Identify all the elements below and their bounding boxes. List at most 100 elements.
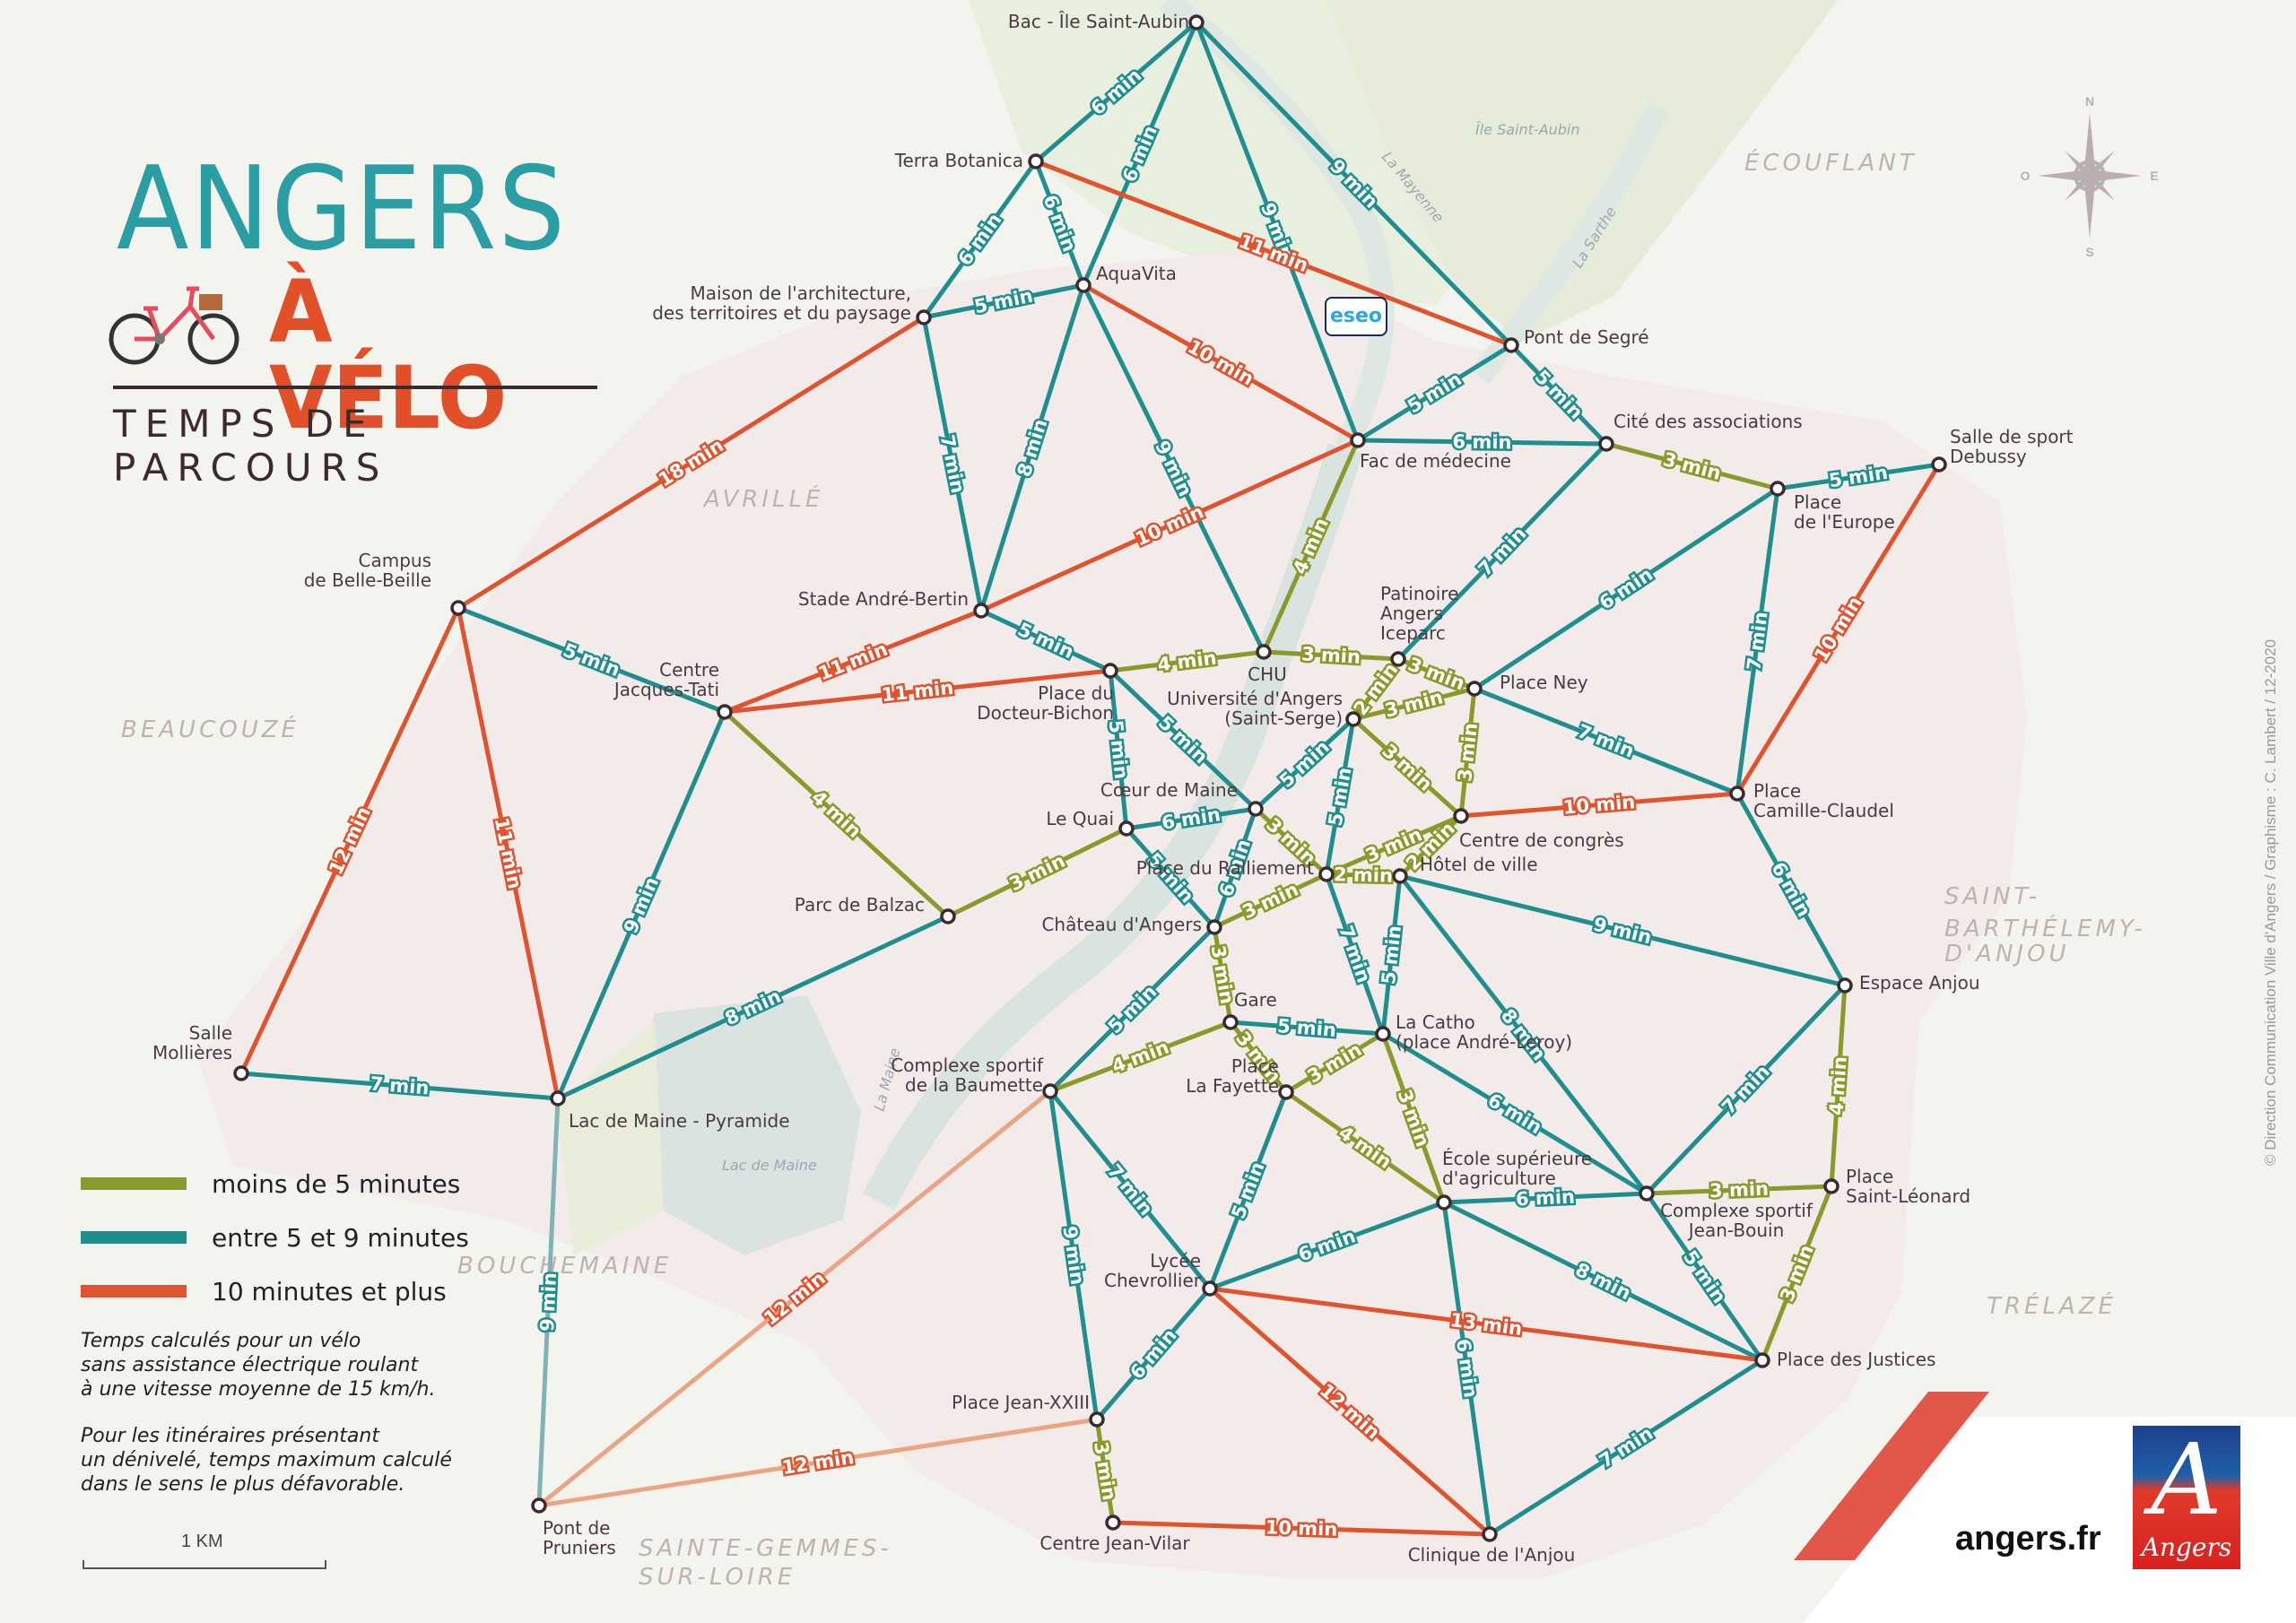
route-line bbox=[1125, 827, 1216, 929]
website-link[interactable]: angers.fr bbox=[1955, 1520, 2101, 1558]
legend-item-over10: 10 minutes et plus bbox=[81, 1264, 469, 1318]
commune-label: BARTHÉLEMY- bbox=[1944, 914, 2146, 942]
stop-node-justices[interactable] bbox=[1754, 1352, 1770, 1368]
stop-node-agri[interactable] bbox=[1436, 1194, 1452, 1211]
route-line bbox=[1095, 1287, 1212, 1421]
stop-node-tati[interactable] bbox=[717, 704, 733, 720]
route-line bbox=[456, 607, 561, 1099]
stop-node-baumette[interactable] bbox=[1042, 1083, 1058, 1099]
route-line bbox=[1094, 1419, 1116, 1523]
stop-node-coeur[interactable] bbox=[1248, 801, 1264, 817]
stop-node-jean23[interactable] bbox=[1089, 1411, 1105, 1428]
stop-node-pyramide[interactable] bbox=[550, 1090, 566, 1107]
route-line bbox=[724, 608, 982, 715]
route-line bbox=[1081, 22, 1199, 286]
stop-label-bichon: Docteur-Bichon bbox=[977, 702, 1114, 724]
route-line bbox=[1209, 1286, 1763, 1363]
stop-node-pruniers[interactable] bbox=[531, 1497, 547, 1514]
stop-label-ney: Place Ney bbox=[1500, 672, 1588, 693]
stop-node-segre[interactable] bbox=[1503, 337, 1519, 353]
stop-node-balzac[interactable] bbox=[940, 908, 956, 924]
route-line bbox=[1509, 343, 1608, 446]
stop-node-maison[interactable] bbox=[916, 309, 932, 325]
stop-node-leonard[interactable] bbox=[1823, 1178, 1839, 1194]
stop-node-quai[interactable] bbox=[1118, 820, 1135, 837]
stop-label-pruniers: Pont de bbox=[543, 1517, 610, 1539]
stop-node-mollieres[interactable] bbox=[233, 1065, 249, 1081]
stop-label-debussy: Debussy bbox=[1950, 446, 2027, 467]
stop-label-debussy: Salle de sport bbox=[1950, 426, 2074, 447]
route-line bbox=[1396, 442, 1608, 661]
stop-node-aquavita[interactable] bbox=[1075, 277, 1091, 293]
route-line bbox=[1441, 1202, 1492, 1535]
stop-node-debussy[interactable] bbox=[1931, 456, 1947, 473]
compass-rose-icon: N S O E bbox=[2021, 94, 2159, 259]
stop-node-anjou[interactable] bbox=[1837, 977, 1853, 994]
stop-label-congres: Centre de congrès bbox=[1459, 829, 1624, 851]
route-line bbox=[1230, 1020, 1384, 1037]
stop-label-quai: Le Quai bbox=[1046, 808, 1114, 829]
route-lines bbox=[239, 21, 1942, 1537]
route-time-label: 2 min bbox=[1334, 864, 1394, 887]
route-line bbox=[1212, 808, 1258, 928]
commune-label: TRÉLAZÉ bbox=[1987, 1291, 2117, 1320]
stop-node-fac[interactable] bbox=[1350, 432, 1366, 448]
stop-node-ralliement[interactable] bbox=[1318, 866, 1335, 882]
stop-node-bertin[interactable] bbox=[973, 603, 989, 619]
route-line bbox=[1380, 1033, 1447, 1203]
route-line bbox=[1208, 1287, 1492, 1536]
svg-text:N: N bbox=[2085, 94, 2094, 108]
stop-node-clinique[interactable] bbox=[1482, 1526, 1498, 1542]
commune-label: ÉCOUFLANT bbox=[1744, 148, 1918, 177]
stop-node-vilar[interactable] bbox=[1105, 1515, 1121, 1531]
stop-label-bertin: Stade André-Bertin bbox=[798, 588, 969, 610]
route-line bbox=[1326, 872, 1401, 879]
stop-node-hotelville[interactable] bbox=[1392, 868, 1408, 884]
stop-node-gare[interactable] bbox=[1222, 1014, 1239, 1030]
stop-node-cite[interactable] bbox=[1598, 436, 1614, 452]
stop-node-catho[interactable] bbox=[1375, 1026, 1391, 1042]
stop-node-chevrollier[interactable] bbox=[1202, 1280, 1218, 1297]
stop-node-bellebeille[interactable] bbox=[450, 600, 466, 616]
stop-label-pruniers: Pruniers bbox=[543, 1537, 616, 1558]
stop-label-patinoire: Iceparc bbox=[1380, 622, 1446, 644]
route-line bbox=[1760, 1185, 1834, 1361]
route-line bbox=[1397, 656, 1475, 691]
stop-label-baumette: Complexe sportif bbox=[891, 1055, 1044, 1076]
credit-text: © Direction Communication Ville d'Angers… bbox=[2262, 638, 2279, 1166]
stop-label-agri: d'agriculture bbox=[1442, 1167, 1556, 1189]
route-line bbox=[239, 606, 461, 1075]
route-line bbox=[1326, 813, 1462, 877]
title-divider bbox=[113, 386, 597, 389]
route-line bbox=[1207, 1091, 1289, 1289]
stop-node-europe[interactable] bbox=[1770, 481, 1786, 497]
stop-node-univ[interactable] bbox=[1345, 711, 1361, 727]
route-time-label: 5 min bbox=[1276, 1015, 1337, 1041]
route-line bbox=[923, 282, 1084, 320]
commune-label: SUR-LOIRE bbox=[639, 1564, 796, 1591]
route-line bbox=[1284, 1031, 1385, 1095]
stop-label-claudel: Camille-Claudel bbox=[1753, 800, 1894, 821]
commune-label: AVRILLÉ bbox=[702, 484, 823, 513]
stop-label-clinique: Clinique de l'Anjou bbox=[1408, 1544, 1576, 1566]
stop-node-congres[interactable] bbox=[1453, 808, 1469, 824]
route-line bbox=[1229, 1020, 1288, 1094]
stop-label-bouin: Complexe sportif bbox=[1660, 1200, 1813, 1221]
title-angers: ANGERS bbox=[117, 143, 567, 276]
stop-node-bichon[interactable] bbox=[1102, 663, 1118, 679]
route-time-label: 7 min bbox=[370, 1072, 430, 1098]
stop-node-chateau[interactable] bbox=[1206, 919, 1222, 935]
stop-node-bouin[interactable] bbox=[1639, 1185, 1655, 1202]
route-line bbox=[1357, 438, 1607, 447]
stop-node-chu[interactable] bbox=[1256, 644, 1272, 660]
stop-node-ney[interactable] bbox=[1466, 681, 1483, 697]
stop-node-patinoire[interactable] bbox=[1390, 651, 1406, 667]
stop-node-lafayette[interactable] bbox=[1278, 1084, 1294, 1100]
stop-label-justices: Place des Justices bbox=[1777, 1349, 1935, 1370]
stop-node-terra[interactable] bbox=[1028, 153, 1044, 169]
speed-note: Temps calculés pour un vélo sans assista… bbox=[81, 1330, 436, 1401]
stop-node-bac[interactable] bbox=[1188, 14, 1205, 30]
stop-label-claudel: Place bbox=[1753, 780, 1801, 802]
stop-node-claudel[interactable] bbox=[1729, 785, 1745, 802]
